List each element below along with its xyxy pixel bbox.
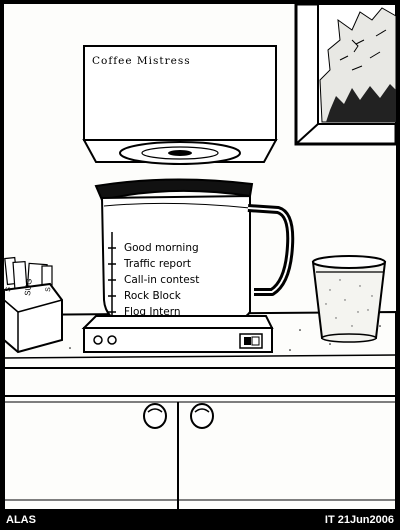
cabinets: [3, 395, 397, 511]
carafe-level-2: Traffic report: [123, 258, 191, 270]
sugar-packet-label-2: SUG: [23, 278, 34, 296]
carafe: [94, 178, 295, 334]
paper-cup: [311, 255, 387, 343]
comic-footer: ALAS IT 21Jun2006: [0, 510, 400, 530]
coffee-maker-label: Coffee Mistress: [92, 55, 191, 67]
sugar-packet-label-3: S: [45, 287, 52, 292]
power-switch[interactable]: [239, 333, 263, 349]
cabinet-knob-right[interactable]: [190, 403, 214, 429]
footer-title: ALAS: [6, 514, 36, 526]
cabinet-knob-left[interactable]: [143, 403, 167, 429]
sugar-packet-label-1: S: [5, 286, 13, 292]
sugar-packet-holder: [3, 256, 63, 354]
footer-date: IT 21Jun2006: [324, 514, 394, 526]
carafe-level-3: Call-in contest: [124, 274, 199, 286]
window: [294, 2, 398, 146]
base-indicator-lights: [93, 335, 117, 345]
carafe-level-4: Rock Block: [124, 290, 182, 302]
filter-basket: [119, 141, 241, 165]
carafe-level-1: Good morning: [124, 242, 199, 254]
